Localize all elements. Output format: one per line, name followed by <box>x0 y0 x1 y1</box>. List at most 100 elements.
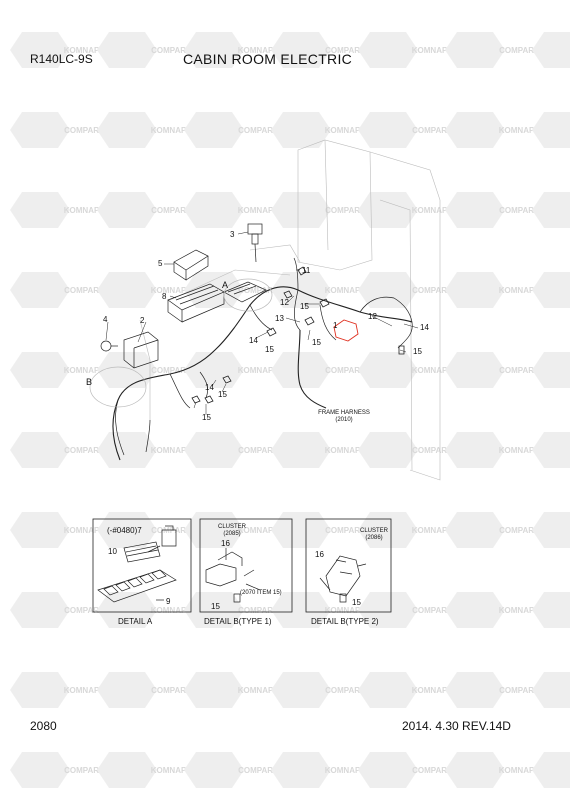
svg-text:COMPART: COMPART <box>238 286 278 295</box>
svg-text:KOMNAPT: KOMNAPT <box>64 526 105 535</box>
watermark-badge: COMPART <box>445 672 539 708</box>
svg-text:KOMNAPT: KOMNAPT <box>238 46 279 55</box>
svg-text:COMPART: COMPART <box>325 686 365 695</box>
control-unit-part <box>123 331 159 369</box>
callout-2: 2 <box>140 316 145 325</box>
model-number: R140LC-9S <box>30 52 93 66</box>
svg-text:COMPART: COMPART <box>238 606 278 615</box>
svg-text:COMPART: COMPART <box>151 686 191 695</box>
svg-text:COMPART: COMPART <box>325 366 365 375</box>
watermark-badge: KOMNAPT <box>184 512 278 548</box>
watermark-badge: KOMNAPT <box>97 752 191 788</box>
watermark-badge: KOMNAPT <box>184 672 278 708</box>
watermark-badge: KOMNAPT <box>271 752 365 788</box>
svg-text:KOMNAPT: KOMNAPT <box>412 366 453 375</box>
svg-text:COMPART: COMPART <box>64 766 104 775</box>
watermark-badge: KOMNAPT <box>271 112 365 148</box>
switch-part <box>247 223 263 263</box>
svg-text:COMPART: COMPART <box>412 286 452 295</box>
watermark-badge: KOMNAPT <box>97 432 191 468</box>
watermark-badge: COMPART <box>532 592 570 628</box>
callout-15-e: 15 <box>218 390 227 399</box>
svg-text:COMPART: COMPART <box>325 526 365 535</box>
watermark-badge: KOMNAPT <box>271 272 365 308</box>
detail-b2-callout-15: 15 <box>352 598 361 607</box>
watermark-badge: KOMNAPT <box>358 32 452 68</box>
svg-text:COMPART: COMPART <box>151 366 191 375</box>
svg-text:COMPART: COMPART <box>151 46 191 55</box>
watermark-badge: KOMNAPT <box>358 352 452 388</box>
watermark-badge: COMPART <box>10 432 104 468</box>
svg-text:COMPART: COMPART <box>412 446 452 455</box>
svg-text:KOMNAPT: KOMNAPT <box>238 206 279 215</box>
relay-part <box>173 249 209 281</box>
watermark-badge: COMPART <box>97 32 191 68</box>
watermark-badge: COMPART <box>271 512 365 548</box>
watermark-badge: COMPART <box>358 752 452 788</box>
detail-b1-callout-15: 15 <box>211 602 220 611</box>
watermark-badge: KOMNAPT <box>184 32 278 68</box>
watermark-badge: KOMNAPT <box>445 112 539 148</box>
watermark-badge: KOMNAPT <box>445 592 539 628</box>
watermark-badge: COMPART <box>445 192 539 228</box>
watermark-badge: KOMNAPT <box>532 512 570 548</box>
connector-block-a <box>223 281 267 303</box>
svg-text:KOMNAPT: KOMNAPT <box>499 606 540 615</box>
svg-text:KOMNAPT: KOMNAPT <box>64 46 105 55</box>
watermark-badge: KOMNAPT <box>532 32 570 68</box>
svg-text:COMPART: COMPART <box>499 686 539 695</box>
svg-text:COMPART: COMPART <box>151 526 191 535</box>
watermark-badge: COMPART <box>184 272 278 308</box>
callout-15-c: 15 <box>413 347 422 356</box>
svg-text:KOMNAPT: KOMNAPT <box>238 686 279 695</box>
watermark-badge: COMPART <box>10 752 104 788</box>
watermark-badge: KOMNAPT <box>97 592 191 628</box>
item-1-highlight <box>333 319 359 342</box>
detail-b1-cluster-label: CLUSTER <box>217 524 246 530</box>
svg-text:KOMNAPT: KOMNAPT <box>499 446 540 455</box>
watermark-badge: COMPART <box>271 352 365 388</box>
callout-14-b: 14 <box>249 336 258 345</box>
detail-b2-cluster-ref: (2086) <box>365 535 383 541</box>
svg-text:KOMNAPT: KOMNAPT <box>151 286 192 295</box>
watermark-badge: COMPART <box>97 672 191 708</box>
callout-12-b: 12 <box>368 312 377 321</box>
watermark-badge: COMPART <box>445 32 539 68</box>
detail-b1-cluster: CLUSTER (2085) <box>212 524 252 538</box>
watermark-badge: KOMNAPT <box>184 352 278 388</box>
frame-harness <box>297 329 327 409</box>
svg-text:KOMNAPT: KOMNAPT <box>499 126 540 135</box>
detail-b1-item-note: (2070 ITEM 15) <box>240 590 282 596</box>
detail-b2-cluster: CLUSTER (2086) <box>354 528 394 542</box>
callout-14-c: 14 <box>205 383 214 392</box>
detail-a-ref-label: (-#0480)7 <box>107 526 142 535</box>
svg-text:COMPART: COMPART <box>64 446 104 455</box>
watermark-badge: KOMNAPT <box>358 192 452 228</box>
svg-text:COMPART: COMPART <box>64 606 104 615</box>
svg-text:KOMNAPT: KOMNAPT <box>499 286 540 295</box>
callout-3: 3 <box>230 230 235 239</box>
svg-text:COMPART: COMPART <box>238 766 278 775</box>
svg-text:KOMNAPT: KOMNAPT <box>325 606 366 615</box>
watermark-badge: COMPART <box>271 32 365 68</box>
watermark-badge: KOMNAPT <box>445 752 539 788</box>
watermark-badge: KOMNAPT <box>358 672 452 708</box>
callout-4: 4 <box>103 315 108 324</box>
svg-text:COMPART: COMPART <box>412 766 452 775</box>
svg-text:KOMNAPT: KOMNAPT <box>151 606 192 615</box>
main-harness <box>112 286 413 461</box>
svg-text:KOMNAPT: KOMNAPT <box>412 686 453 695</box>
view-b-circle <box>89 366 147 408</box>
watermark-badge: KOMNAPT <box>271 432 365 468</box>
watermark-badge: COMPART <box>10 592 104 628</box>
watermark-badge: KOMNAPT <box>445 272 539 308</box>
watermark-badge: COMPART <box>271 192 365 228</box>
watermark-badge: KOMNAPT <box>10 352 104 388</box>
watermark-badge: COMPART <box>532 272 570 308</box>
callout-15-d: 15 <box>265 345 274 354</box>
watermark-badge: COMPART <box>184 592 278 628</box>
view-label-a: A <box>222 280 229 290</box>
watermark-badge: COMPART <box>10 272 104 308</box>
frame-harness-label: FRAME HARNESS (2010) <box>312 410 376 424</box>
